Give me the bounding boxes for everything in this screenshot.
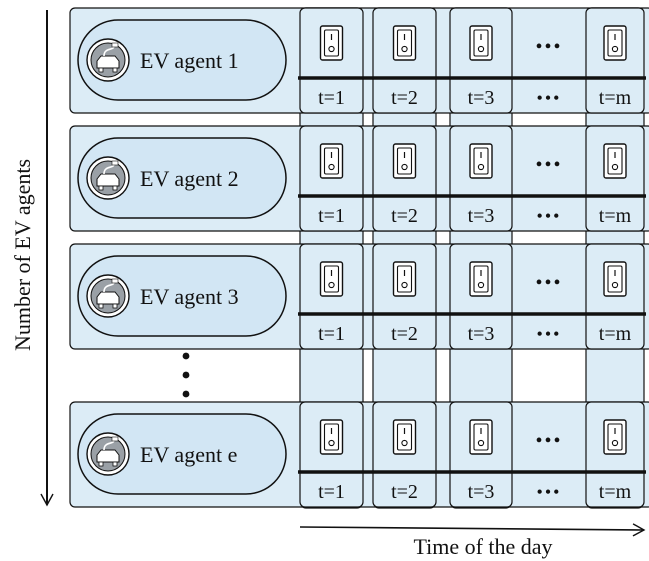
power-switch-icon [603, 25, 627, 61]
ev-car-charging-icon [86, 432, 130, 476]
horizontal-ellipsis: ••• [535, 272, 562, 294]
ev-agent-label: EV agent 3 [140, 284, 239, 309]
agent-row-1: EV agent 1 t=1 t=2 t=3 t=m ••• ••• [69, 7, 649, 114]
ev-agent-label: EV agent 2 [140, 166, 239, 191]
y-axis-label: Number of EV agents [10, 159, 35, 351]
ev-car-charging-icon [86, 38, 130, 82]
power-switch-icon [603, 419, 627, 455]
time-slot-label: t=m [599, 205, 632, 227]
horizontal-ellipsis: ••• [537, 88, 562, 108]
power-switch-icon [392, 25, 417, 61]
horizontal-ellipsis: ••• [535, 430, 562, 452]
agent-row-4: EV agent e t=1 t=2 t=3 t=m ••• ••• [69, 401, 649, 508]
ev-car-charging-icon [86, 156, 130, 200]
power-switch-icon [603, 261, 627, 297]
power-switch-icon [319, 143, 344, 179]
time-slot-label: t=3 [468, 205, 495, 227]
time-slot-label: t=m [599, 323, 632, 345]
power-switch-icon [603, 143, 627, 179]
time-slot-label: t=m [599, 87, 632, 109]
ev-car-charging-icon [86, 274, 130, 318]
power-switch-icon [392, 261, 417, 297]
ev-agent-pill: EV agent 1 [77, 19, 287, 101]
horizontal-ellipsis: ••• [537, 482, 562, 502]
horizontal-ellipsis: ••• [537, 324, 562, 344]
power-switch-icon [392, 143, 417, 179]
time-slot-label: t=3 [468, 323, 495, 345]
time-slot-label: t=1 [318, 87, 345, 109]
time-slot-label: t=m [599, 481, 632, 503]
time-slot-label: t=1 [318, 205, 345, 227]
horizontal-ellipsis: ••• [535, 36, 562, 58]
horizontal-ellipsis: ••• [537, 206, 562, 226]
vertical-ellipsis [182, 352, 190, 398]
power-switch-icon [469, 261, 493, 297]
time-slot-label: t=2 [391, 481, 418, 503]
ev-agent-pill: EV agent 3 [77, 255, 287, 337]
agent-rows: EV agent 1 t=1 t=2 t=3 t=m ••• ••• EV agent 2 t=… [69, 7, 649, 508]
power-switch-icon [392, 419, 417, 455]
time-slot-label: t=2 [391, 87, 418, 109]
x-axis-label: Time of the day [413, 534, 552, 559]
ev-agent-label: EV agent e [140, 442, 237, 467]
time-slot-label: t=1 [318, 323, 345, 345]
power-switch-icon [469, 419, 493, 455]
ev-agent-pill: EV agent 2 [77, 137, 287, 219]
time-slot-label: t=3 [468, 87, 495, 109]
power-switch-icon [319, 419, 344, 455]
agent-row-2: EV agent 2 t=1 t=2 t=3 t=m ••• ••• [69, 125, 649, 232]
power-switch-icon [319, 25, 344, 61]
time-slot-label: t=2 [391, 323, 418, 345]
ev-agent-label: EV agent 1 [140, 48, 239, 73]
time-slot-label: t=3 [468, 481, 495, 503]
time-slot-label: t=2 [391, 205, 418, 227]
power-switch-icon [469, 143, 493, 179]
ev-agent-pill: EV agent e [77, 413, 287, 495]
power-switch-icon [469, 25, 493, 61]
horizontal-ellipsis: ••• [535, 154, 562, 176]
x-axis-arrow [299, 523, 646, 537]
agent-row-3: EV agent 3 t=1 t=2 t=3 t=m ••• ••• [69, 243, 649, 350]
time-slot-label: t=1 [318, 481, 345, 503]
power-switch-icon [319, 261, 344, 297]
